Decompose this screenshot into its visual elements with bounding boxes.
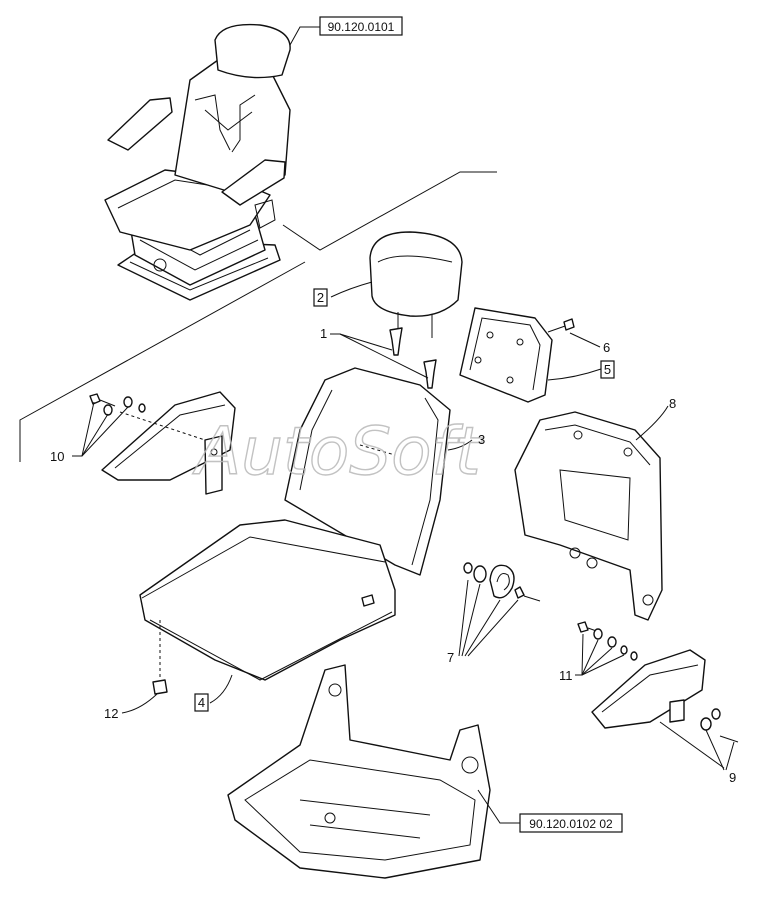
- svg-text:7: 7: [447, 650, 454, 665]
- spring-assembly-illustration: [463, 562, 541, 602]
- svg-text:9: 9: [729, 770, 736, 785]
- ref-seat-frame-label: 90.120.0102 02: [529, 817, 613, 831]
- callout-5[interactable]: 5: [600, 360, 615, 379]
- headrest-illustration: [369, 231, 463, 338]
- ref-seat-assembly[interactable]: 90.120.0101: [319, 16, 403, 36]
- callout-11[interactable]: 11: [559, 668, 573, 683]
- backrest-frame-illustration: [514, 411, 663, 621]
- callout-1[interactable]: 1: [320, 326, 327, 341]
- svg-text:12: 12: [104, 706, 118, 721]
- seat-assembly-illustration: [104, 23, 291, 301]
- callout-7[interactable]: 7: [447, 650, 454, 665]
- callout-6[interactable]: 6: [603, 340, 610, 355]
- seat-frame-illustration: [227, 664, 491, 879]
- backrest-cushion-illustration: [284, 367, 451, 576]
- svg-text:5: 5: [604, 362, 611, 377]
- watermark: AutoSoft: [192, 413, 483, 490]
- leader-lines: [72, 26, 735, 824]
- callout-8[interactable]: 8: [669, 396, 676, 411]
- svg-text:11: 11: [559, 668, 573, 683]
- callout-3[interactable]: 3: [478, 432, 485, 447]
- right-armrest-illustration: [577, 621, 739, 743]
- ref-seat-assembly-label: 90.120.0101: [328, 20, 395, 34]
- detail-boundary-line: [282, 171, 497, 251]
- svg-text:6: 6: [603, 340, 610, 355]
- svg-text:4: 4: [198, 695, 205, 710]
- callout-2[interactable]: 2: [313, 288, 328, 307]
- guide-sleeves: [389, 327, 437, 389]
- callout-12[interactable]: 12: [104, 706, 118, 721]
- callout-9[interactable]: 9: [729, 770, 736, 785]
- back-plate-illustration: [459, 307, 575, 403]
- svg-text:10: 10: [50, 449, 64, 464]
- ref-seat-frame[interactable]: 90.120.0102 02: [519, 813, 623, 833]
- callout-10[interactable]: 10: [50, 449, 64, 464]
- svg-text:3: 3: [478, 432, 485, 447]
- svg-text:8: 8: [669, 396, 676, 411]
- svg-text:1: 1: [320, 326, 327, 341]
- detail-boundary-line-left: [19, 261, 306, 462]
- left-armrest-illustration: [89, 391, 236, 495]
- svg-text:2: 2: [317, 290, 324, 305]
- seat-cushion-illustration: [139, 519, 396, 695]
- callout-4[interactable]: 4: [194, 693, 209, 712]
